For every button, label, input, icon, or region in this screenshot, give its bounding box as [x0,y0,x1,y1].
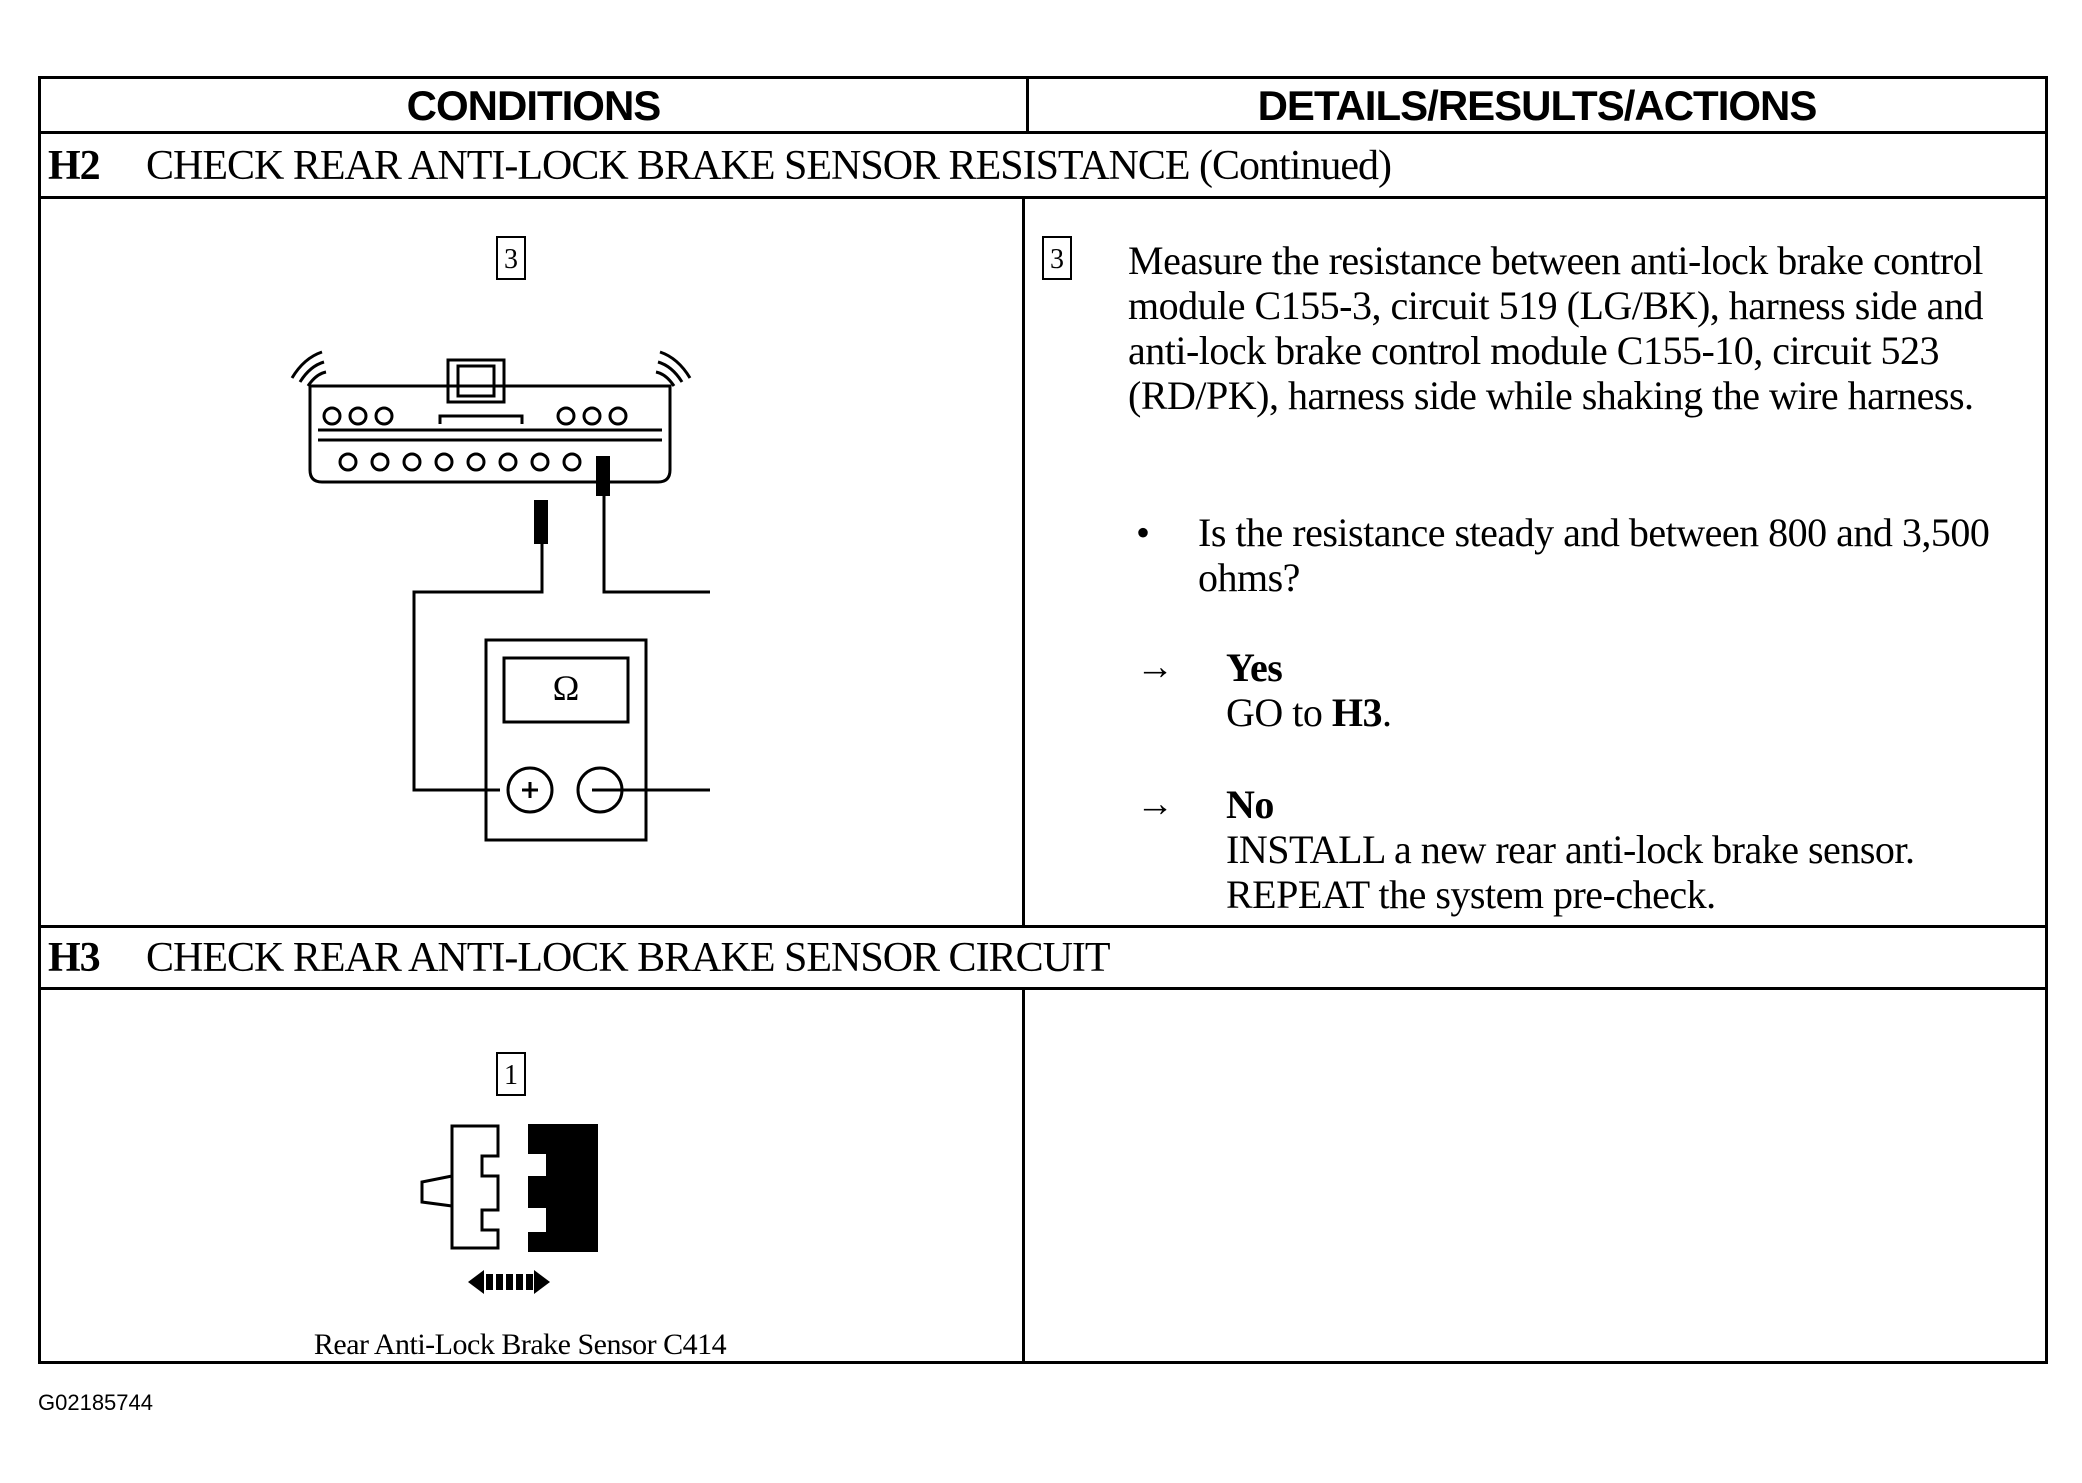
header-divider [38,131,2048,134]
header-column-divider [1026,76,1029,133]
h2-instruction: Measure the resistance between anti-lock… [1128,238,1983,418]
connector-half-left [450,1124,500,1250]
yes-action-prefix: GO to [1226,690,1332,735]
figure-id: G02185744 [38,1390,153,1415]
disconnect-arrow-icon [468,1270,550,1294]
ohm-symbol-icon: Ω [553,668,580,708]
h2-section-title: H2 CHECK REAR ANTI-LOCK BRAKE SENSOR RESI… [48,140,1392,192]
h2-end-divider [38,925,2048,928]
lead-wire-positive [412,532,544,792]
meter-display [502,656,630,724]
h3-section-title: H3 CHECK REAR ANTI-LOCK BRAKE SENSOR CIRC… [48,932,1111,984]
no-arrow-icon: → [1136,783,1174,825]
signal-waves-left [290,350,327,387]
signal-waves-right [655,350,692,387]
negative-terminal-icon [576,766,624,814]
h2-title: CHECK REAR ANTI-LOCK BRAKE SENSOR RESIST… [146,143,1392,189]
meter-body [484,638,648,842]
h2-figure-step: 3 [496,236,526,280]
probe-positive [534,500,548,544]
h3-title-divider [38,987,2048,990]
lead-wire-negative [602,490,710,594]
yes-action-suffix: . [1382,690,1392,735]
details-header: DETAILS/RESULTS/ACTIONS [1257,82,1818,129]
h3-column-divider [1022,987,1025,1364]
procedure-table [38,76,2048,1364]
h3-title: CHECK REAR ANTI-LOCK BRAKE SENSOR CIRCUI… [146,935,1111,981]
h2-code: H2 [48,143,101,189]
positive-terminal-icon [506,766,554,814]
no-label: No [1226,782,1274,827]
connector-half-right [528,1124,598,1252]
connector-disconnect-diagram [420,1124,598,1294]
probe-negative [596,456,610,496]
bullet-icon: • [1136,510,1150,555]
h3-figure-caption: Rear Anti-Lock Brake Sensor C414 [313,1328,727,1361]
yes-action: GO to H3. [1226,690,1392,735]
yes-label: Yes [1226,645,1283,690]
h2-column-divider [1022,196,1025,928]
yes-arrow-icon: → [1136,646,1174,688]
h2-step-number: 3 [1042,236,1072,280]
connector-body [308,384,672,484]
h3-code: H3 [48,935,101,981]
h3-figure-step: 1 [496,1052,526,1096]
h2-question: Is the resistance steady and between 800… [1198,510,1990,600]
no-action-install: INSTALL a new rear anti-lock brake senso… [1226,827,1915,872]
yes-action-target: H3 [1331,690,1383,735]
no-action-repeat: REPEAT the system pre-check. [1226,872,1716,917]
connector-lock-tab [446,358,506,404]
conditions-header: CONDITIONS [406,82,662,129]
h2-title-divider [38,196,2048,199]
ohmmeter-diagram: Ω [290,350,710,842]
